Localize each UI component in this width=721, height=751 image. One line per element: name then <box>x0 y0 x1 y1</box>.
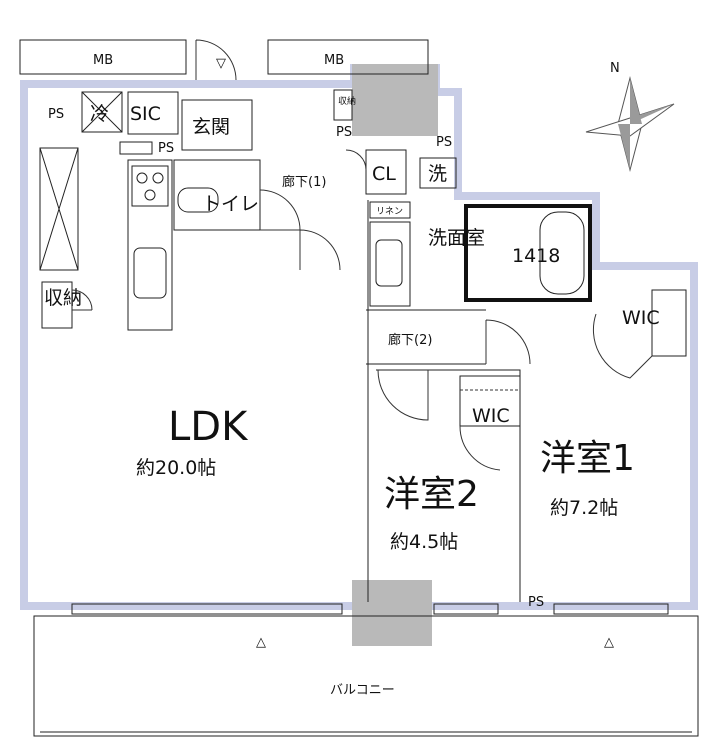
burner-icon <box>152 172 164 184</box>
ldk-size-label: 約20.0帖 <box>136 457 216 479</box>
ps-top-left-label: PS <box>48 107 64 122</box>
fridge-cross <box>81 91 123 133</box>
living-storage <box>41 281 73 329</box>
toilet-door <box>259 189 301 231</box>
mb-left-label: MB <box>93 53 113 68</box>
linen-shelf <box>369 201 411 219</box>
mb-right-label: MB <box>324 53 344 68</box>
meter-box <box>119 141 153 155</box>
corridor-2-walls <box>366 309 486 365</box>
wic-mid-door <box>459 425 501 471</box>
ps-bath-label: PS <box>436 135 452 150</box>
stove <box>131 165 169 207</box>
balcony-windows <box>71 603 669 615</box>
sic-room <box>127 91 179 135</box>
room1-label: 洋室1 <box>540 438 635 479</box>
corridor-door <box>299 229 341 271</box>
room2-label: 洋室2 <box>384 474 479 515</box>
balcony-label: バルコニー <box>330 683 395 698</box>
basin-icon <box>375 239 403 287</box>
toilet-label: トイレ <box>202 193 259 215</box>
ps-small-label: PS <box>158 141 174 156</box>
ps-entry-label: PS <box>336 125 352 140</box>
door-triangle-mark: ▽ <box>216 56 226 71</box>
fridge-label: 冷 <box>90 103 109 125</box>
ps-bottom-label: PS <box>528 595 544 610</box>
cabinet-cross <box>39 147 79 271</box>
burner-icon <box>136 172 148 184</box>
exterior-walls <box>20 64 698 610</box>
kitchen-counter <box>127 159 173 331</box>
bathroom <box>464 204 592 302</box>
washer-space <box>419 157 457 189</box>
kitchen-cabinet <box>39 147 79 271</box>
genkan-room <box>181 99 253 151</box>
wic-right-box <box>651 289 687 357</box>
fridge-space <box>81 91 123 133</box>
north-compass-icon: N <box>585 61 675 172</box>
closet-door <box>345 149 367 171</box>
toilet-bowl-icon <box>177 187 219 213</box>
bath-size-label: 1418 <box>512 245 560 267</box>
closet <box>365 149 407 195</box>
wic-right-label: WIC <box>622 307 660 329</box>
closet-label: CL <box>372 163 396 185</box>
interior-floor <box>28 88 690 602</box>
washroom-label-1: 洗面室 <box>428 227 485 249</box>
wic-mid-box <box>459 375 521 427</box>
vanity <box>369 221 411 307</box>
room2-walls <box>376 369 521 602</box>
entry-storage-label: 収納 <box>338 95 356 107</box>
wic-mid-label: WIC <box>472 405 510 427</box>
mb-left-box <box>19 39 187 75</box>
wic-right-door <box>592 313 653 379</box>
ldk-label: LDK <box>168 404 249 450</box>
corridor-2-label: 廊下(2) <box>388 332 432 348</box>
pillar-top <box>352 64 438 136</box>
entry-storage <box>333 89 353 121</box>
washer-label: 洗 <box>428 163 447 185</box>
corridor-1-label: 廊下(1) <box>282 174 326 190</box>
pillar-bottom <box>352 580 432 646</box>
north-label: N <box>610 61 620 76</box>
room1-size-label: 約7.2帖 <box>550 497 618 519</box>
room2-door <box>377 369 429 421</box>
entrance-door <box>195 39 237 81</box>
balcony-triangle-mark: △ <box>256 635 266 650</box>
bathtub-icon <box>539 211 585 295</box>
balcony-triangle-mark: △ <box>604 635 614 650</box>
living-storage-label: 収納 <box>44 287 82 309</box>
genkan-label: 玄関 <box>192 116 230 138</box>
sic-label: SIC <box>130 103 161 125</box>
toilet-room <box>173 159 261 231</box>
linen-label: リネン <box>376 206 403 217</box>
kitchen-sink <box>133 247 167 299</box>
mb-right-box <box>267 39 429 75</box>
window-sash-ldk <box>71 603 343 615</box>
burner-icon <box>144 189 156 201</box>
living-storage-door <box>71 289 93 311</box>
window-sash-room2 <box>433 603 499 615</box>
room2-size-label: 約4.5帖 <box>390 531 458 553</box>
corridor-2-door <box>485 319 531 365</box>
window-sash-room1 <box>553 603 669 615</box>
